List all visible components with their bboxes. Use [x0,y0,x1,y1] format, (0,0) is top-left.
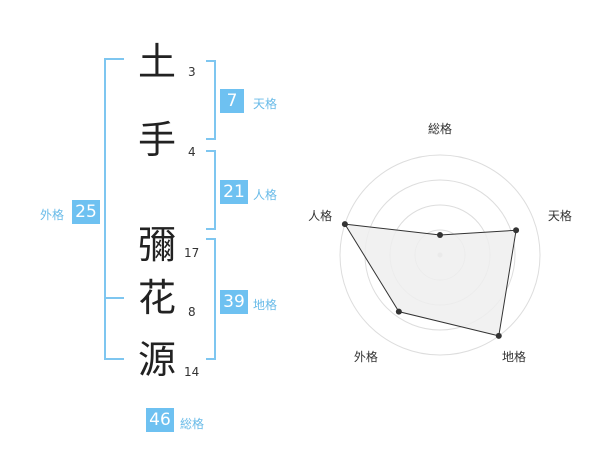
jinkaku-label: 人格 [253,188,278,202]
gaikaku-bracket-divider [104,297,124,299]
stroke-count-5: 14 [184,365,200,379]
name-char-4: 花 [137,276,176,320]
tenkaku-label: 天格 [253,97,278,111]
soukaku-value-badge: 46 [146,408,174,432]
radar-polygon [343,223,517,337]
jinkaku-bracket [206,150,216,230]
gaikaku-bracket [104,58,124,360]
radar-axis-label-2: 天格 [548,208,572,223]
jinkaku-value-badge: 21 [220,180,248,204]
radar-point-3 [495,332,502,339]
radar-point-2 [513,227,520,234]
chikaku-value-badge: 39 [220,290,248,314]
name-char-1: 土 [137,40,176,84]
chikaku-label: 地格 [253,298,278,312]
radar-shape [343,223,517,337]
radar-axis-label-1: 総格 [428,121,452,136]
radar-axis-label-4: 外格 [354,349,378,364]
radar-point-1 [437,232,443,238]
stroke-count-1: 3 [188,65,196,79]
radar-point-5 [341,221,348,228]
stroke-count-3: 17 [184,246,200,260]
name-char-2: 手 [137,118,176,162]
gaikaku-label: 外格 [40,208,65,222]
stroke-count-2: 4 [188,145,196,159]
tenkaku-value-badge: 7 [220,89,244,113]
chikaku-bracket [206,238,216,360]
stroke-count-4: 8 [188,305,196,319]
gaikaku-value-badge: 25 [72,200,100,224]
radar-axis-label-5: 人格 [308,208,332,223]
name-char-5: 源 [137,338,176,382]
radar-point-4 [395,308,402,315]
soukaku-label: 総格 [180,417,205,431]
tenkaku-bracket [206,60,216,140]
name-char-3: 彌 [137,223,176,267]
radar-axis-label-3: 地格 [502,349,526,364]
radar-ring [339,154,541,356]
radar-points [341,221,520,339]
